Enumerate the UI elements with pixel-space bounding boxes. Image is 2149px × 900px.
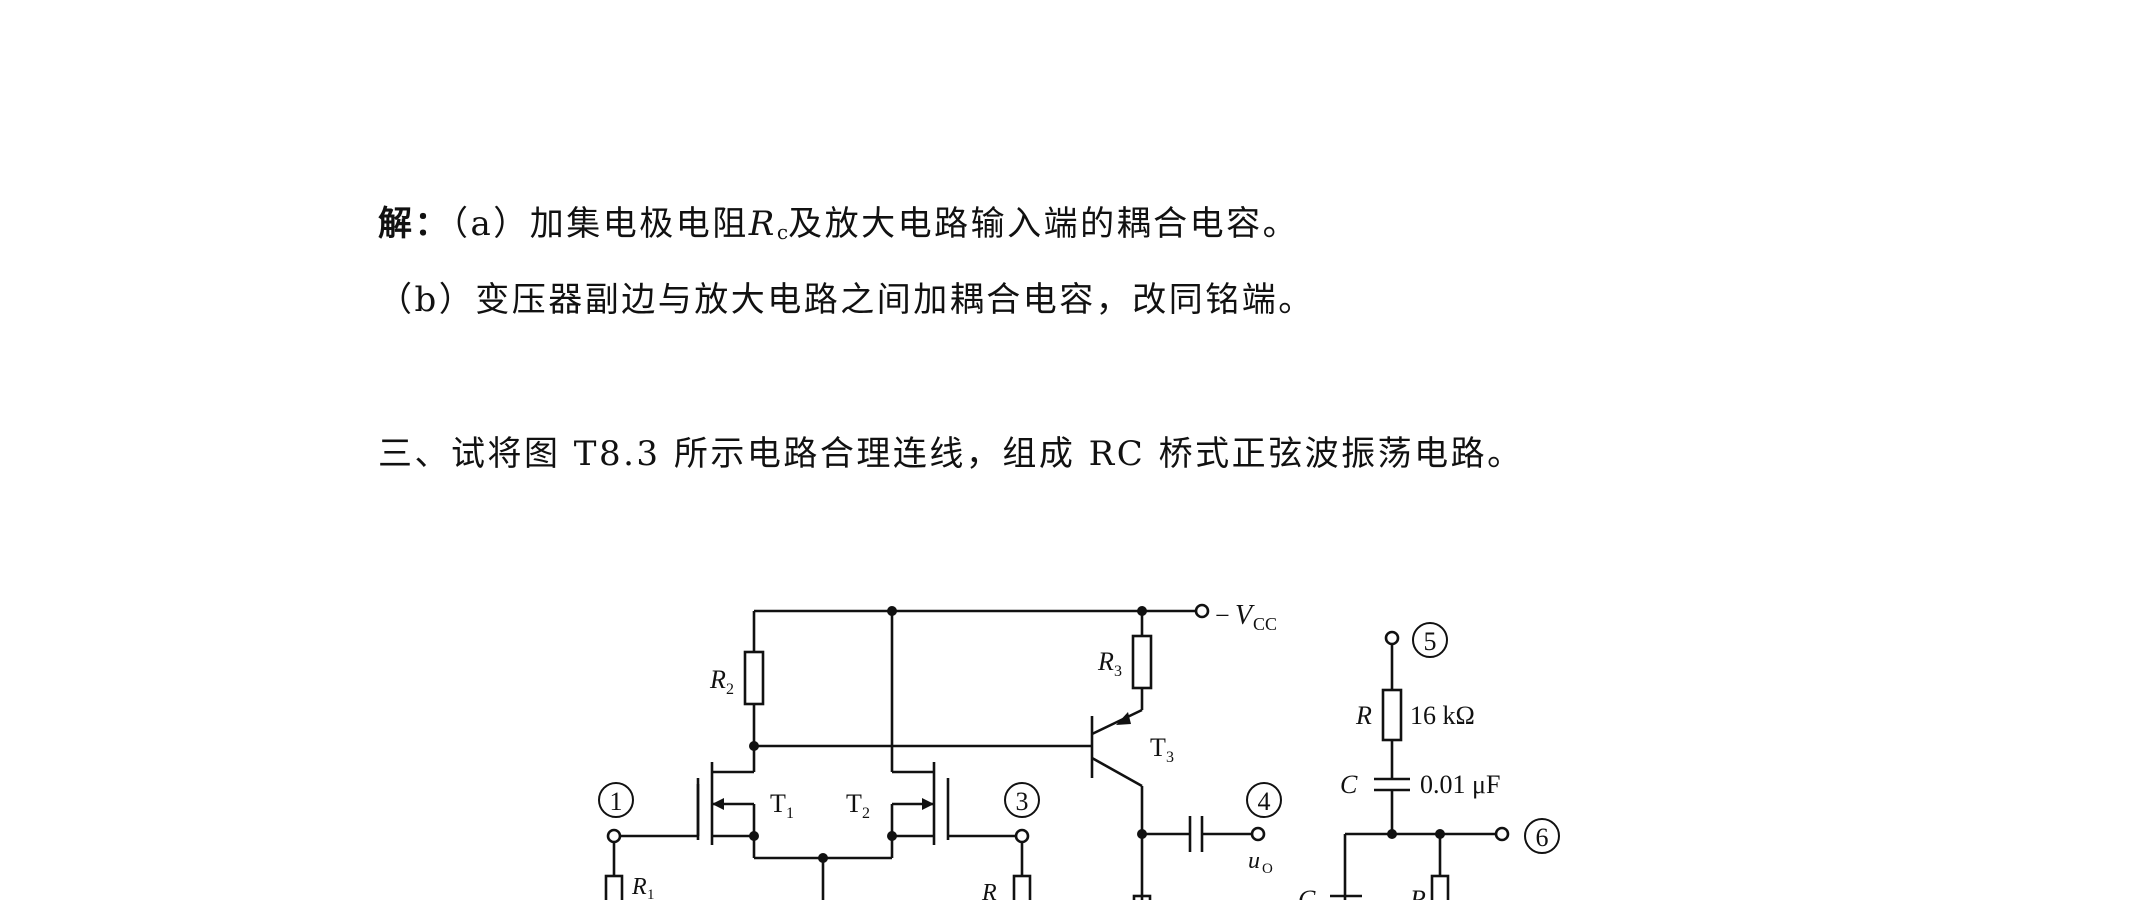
t3-sub: 3 [1166,749,1174,766]
t2-sub: 2 [862,805,870,822]
solution-label: 解： [378,204,451,244]
t3-emitter-arrow [1116,712,1131,725]
line-a-prefix: （a）加集电极电阻 [451,204,749,244]
question-3: 三、试将图 T8.3 所示电路合理连线，组成 RC 桥式正弦波振荡电路。 [378,434,1524,474]
solution-line-a: 解：（a）加集电极电阻Rc及放大电路输入端的耦合电容。 [378,196,1299,245]
t2-source-junction [887,831,897,841]
terminal-4-badge: 4 [1246,782,1282,818]
output-label: u [1248,848,1260,874]
resistor-rc-series [1381,688,1403,742]
terminal-5-badge: 5 [1412,622,1448,658]
rc-r-value: 16 kΩ [1410,701,1475,730]
resistor-r1 [604,874,624,900]
line-a-subscript: c [776,220,789,244]
resistor-t3-load [1132,894,1152,900]
terminal-1-pin [606,828,622,844]
supply-label: V [1235,600,1255,631]
t1-arrow [712,798,724,810]
line-a-suffix: 及放大电路输入端的耦合电容。 [788,204,1300,244]
terminal-1-badge: 1 [598,782,634,818]
line-a-variable: R [748,204,777,244]
t3-label: T [1150,733,1166,762]
r3-label: R [1097,647,1114,676]
resistor-right [1012,874,1032,900]
rc-bottom-c-label: C [1298,885,1316,900]
rc-junction-center [1387,829,1397,839]
rc-r-label: R [1355,701,1372,730]
resistor-r3 [1131,634,1153,690]
t1-source-junction [749,831,759,841]
terminal-3-badge: 3 [1004,782,1040,818]
terminal-3-pin [1014,828,1030,844]
terminal-4-label: 4 [1258,787,1271,816]
terminal-3-label: 3 [1016,787,1029,816]
terminal-4-pin [1250,826,1266,842]
t1-sub: 1 [786,805,794,822]
terminal-5-label: 5 [1424,627,1437,656]
r-right-label: R [981,880,997,900]
t3-collector [1091,756,1143,788]
terminal-5-pin [1384,630,1400,646]
r2-label: R [709,665,726,694]
r1-label: R [631,874,647,900]
r1-sub: 1 [647,887,655,900]
r2-sub: 2 [726,681,734,698]
terminal-6-badge: 6 [1524,818,1560,854]
t2-label: T [846,789,862,818]
terminal-6-label: 6 [1536,823,1549,852]
supply-sub: CC [1253,614,1277,634]
terminal-1-label: 1 [610,787,623,816]
t2-arrow [922,798,934,810]
supply-sign: − [1215,601,1230,630]
rc-c-label: C [1340,770,1358,799]
output-sub: O [1262,861,1273,877]
rc-c-value: 0.01 μF [1420,770,1500,799]
terminal-6-pin [1494,826,1510,842]
solution-line-b: （b）变压器副边与放大电路之间加耦合电容，改同铭端。 [378,280,1315,320]
r3-sub: 3 [1114,663,1122,680]
resistor-r2 [743,650,765,706]
t3-emitter [1091,708,1143,736]
resistor-rc-parallel [1430,874,1450,900]
t1-label: T [770,789,786,818]
rc-bottom-r-label: R [1409,885,1426,900]
supply-terminal [1194,603,1210,619]
